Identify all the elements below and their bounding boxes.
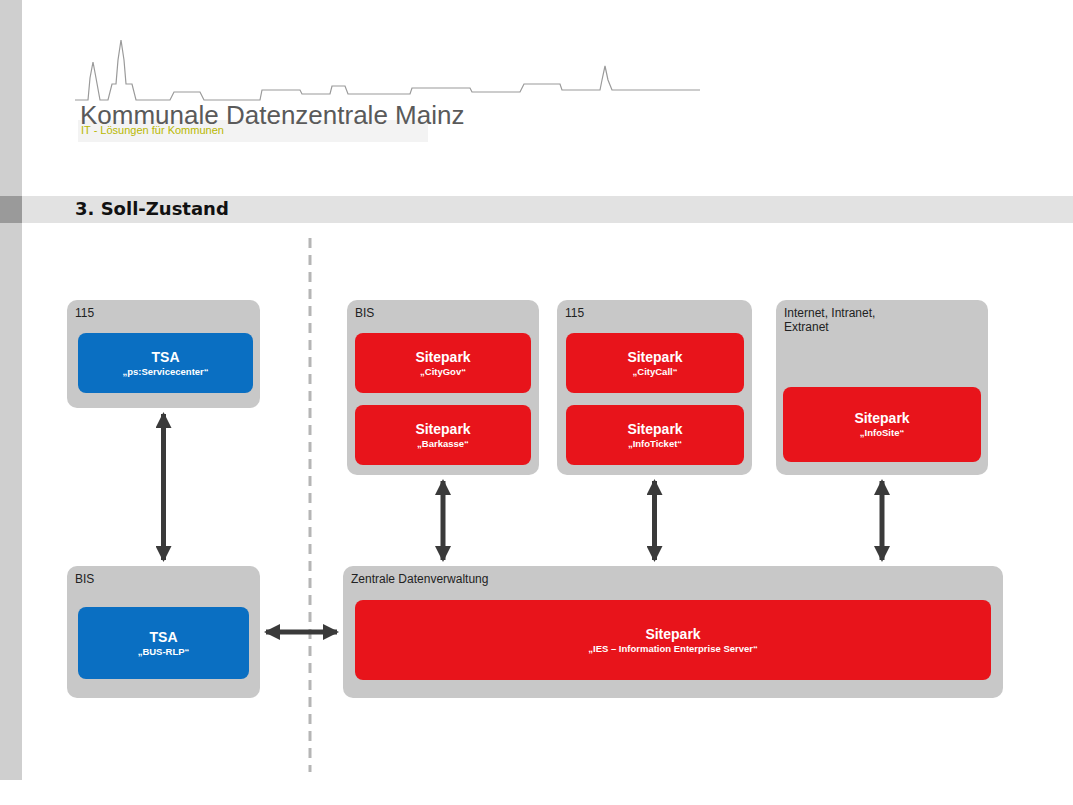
module-name: „IES – Information Enterprise Server“ bbox=[588, 643, 757, 655]
product-name: Sitepark bbox=[415, 349, 470, 366]
group-label: Zentrale Datenverwaltung bbox=[343, 566, 1003, 586]
double-arrow bbox=[880, 481, 885, 560]
system-group: Internet, Intranet, ExtranetSitepark„Inf… bbox=[776, 300, 988, 475]
module-name: „Barkasse“ bbox=[417, 438, 469, 450]
group-label: BIS bbox=[347, 300, 539, 320]
product-name: Sitepark bbox=[627, 421, 682, 438]
group-label: 115 bbox=[557, 300, 752, 320]
title-bar bbox=[22, 196, 1073, 223]
module-name: „BUS-RLP“ bbox=[138, 646, 190, 658]
group-label: 115 bbox=[67, 300, 260, 320]
double-arrow bbox=[652, 481, 657, 560]
product-name: TSA bbox=[152, 349, 180, 366]
sitepark-module: Sitepark„Barkasse“ bbox=[355, 405, 531, 465]
tsa-module: TSA„ps:Servicecenter“ bbox=[78, 333, 253, 393]
group-label: BIS bbox=[67, 566, 260, 586]
double-arrow bbox=[266, 630, 337, 635]
system-group: BISSitepark„CityGov“Sitepark„Barkasse“ bbox=[347, 300, 539, 475]
sitepark-module: Sitepark„CityGov“ bbox=[355, 333, 531, 393]
sitepark-module: Sitepark„CityCall“ bbox=[566, 333, 744, 393]
group-label: Internet, Intranet, Extranet bbox=[776, 300, 879, 334]
product-name: Sitepark bbox=[645, 626, 700, 643]
product-name: Sitepark bbox=[627, 349, 682, 366]
side-bar bbox=[0, 0, 22, 780]
module-name: „CityCall“ bbox=[633, 366, 678, 378]
organisation-subtitle: IT - Lösungen für Kommunen bbox=[81, 124, 224, 136]
system-group: 115TSA„ps:Servicecenter“ bbox=[67, 300, 260, 408]
double-arrow bbox=[441, 481, 446, 560]
product-name: Sitepark bbox=[854, 410, 909, 427]
system-group: BIS TSA„BUS-RLP“ bbox=[67, 566, 260, 698]
skyline-logo bbox=[75, 40, 700, 100]
module-name: „CityGov“ bbox=[420, 366, 466, 378]
tsa-module: TSA„BUS-RLP“ bbox=[78, 607, 249, 679]
sitepark-module: Sitepark„InfoSite“ bbox=[783, 387, 981, 462]
product-name: Sitepark bbox=[415, 421, 470, 438]
module-name: „InfoSite“ bbox=[860, 427, 904, 439]
module-name: „InfoTicket“ bbox=[628, 438, 682, 450]
sitepark-module: Sitepark„InfoTicket“ bbox=[566, 405, 744, 465]
title-bar-mark bbox=[0, 196, 22, 223]
system-group: 115Sitepark„CityCall“Sitepark„InfoTicket… bbox=[557, 300, 752, 475]
dashed-divider bbox=[309, 238, 312, 772]
double-arrow bbox=[161, 414, 166, 560]
page-title: 3. Soll-Zustand bbox=[75, 198, 229, 220]
system-group: Zentrale DatenverwaltungSitepark„IES – I… bbox=[343, 566, 1003, 698]
module-name: „ps:Servicecenter“ bbox=[122, 366, 208, 378]
product-name: TSA bbox=[150, 629, 178, 646]
sitepark-module: Sitepark„IES – Information Enterprise Se… bbox=[355, 600, 991, 680]
